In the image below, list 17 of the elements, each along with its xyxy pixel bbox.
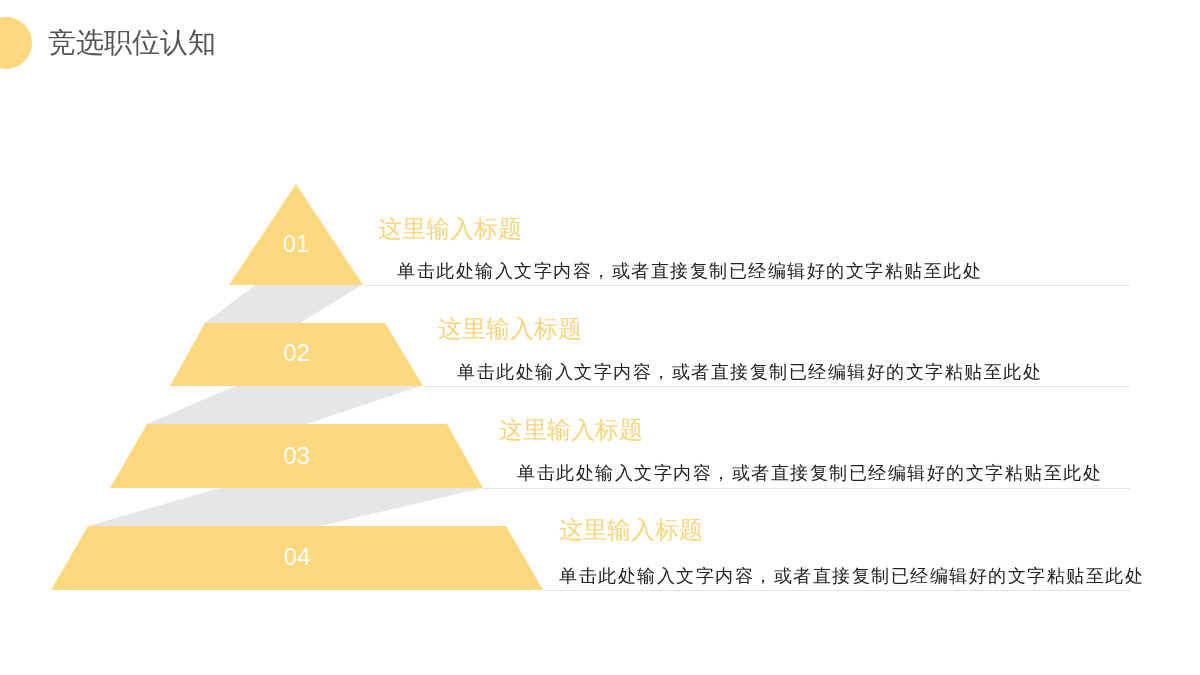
tier-description: 单击此处输入文字内容，或者直接复制已经编辑好的文字粘贴至此处: [517, 464, 1102, 482]
tier-description: 单击此处输入文字内容，或者直接复制已经编辑好的文字粘贴至此处: [457, 363, 1042, 381]
tier-heading: 这里输入标题: [378, 217, 522, 241]
tier-heading: 这里输入标题: [499, 418, 643, 442]
tier-number: 03: [283, 444, 310, 468]
tier-heading: 这里输入标题: [559, 518, 703, 542]
pyramid-trapezoid: [51, 526, 543, 590]
pyramid-trapezoid: [110, 424, 483, 488]
pyramid-top-triangle: [229, 184, 363, 285]
pyramid-trapezoid: [170, 323, 423, 386]
tier-number: 04: [283, 545, 311, 569]
tier-description: 单击此处输入文字内容，或者直接复制已经编辑好的文字粘贴至此处: [397, 262, 982, 280]
tier-description: 单击此处输入文字内容，或者直接复制已经编辑好的文字粘贴至此处: [559, 567, 1144, 585]
page-title: 竞选职位认知: [48, 29, 216, 57]
tier-number: 01: [282, 232, 310, 256]
tier-heading: 这里输入标题: [438, 317, 582, 341]
tier-number: 02: [283, 341, 310, 365]
